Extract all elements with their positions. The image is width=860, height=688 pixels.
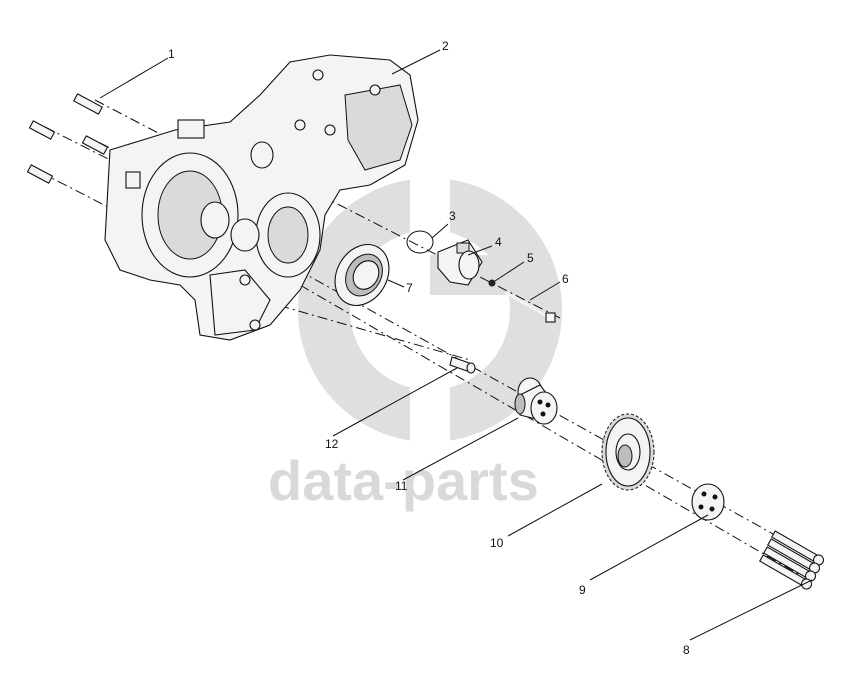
callout-3: 3 xyxy=(449,209,456,223)
callout-4: 4 xyxy=(495,235,502,249)
stud-bolts xyxy=(26,93,109,184)
bolt-set xyxy=(758,530,825,590)
watermark-text: data-parts xyxy=(268,449,539,512)
steel-ball xyxy=(488,279,496,287)
gear-housing xyxy=(104,54,419,341)
callout-2: 2 xyxy=(442,39,449,53)
shaft-hub xyxy=(514,377,558,425)
long-bolt xyxy=(504,290,556,323)
callout-1: 1 xyxy=(168,47,175,61)
callout-12: 12 xyxy=(325,437,339,451)
callout-6: 6 xyxy=(562,272,569,286)
callout-8: 8 xyxy=(683,643,690,657)
thrust-plate xyxy=(691,483,725,521)
idler-gear xyxy=(601,413,655,491)
leader-lines xyxy=(99,49,813,641)
callout-10: 10 xyxy=(490,536,504,550)
callout-labels: 1 2 3 4 5 6 7 8 9 10 11 12 xyxy=(168,39,690,657)
callout-5: 5 xyxy=(527,251,534,265)
callout-7: 7 xyxy=(406,281,413,295)
dowel-pin xyxy=(449,356,476,374)
sensor-body xyxy=(437,239,483,286)
o-ring xyxy=(406,230,434,254)
callout-11: 11 xyxy=(395,479,408,493)
callout-9: 9 xyxy=(579,583,586,597)
seal-ring xyxy=(334,244,390,306)
